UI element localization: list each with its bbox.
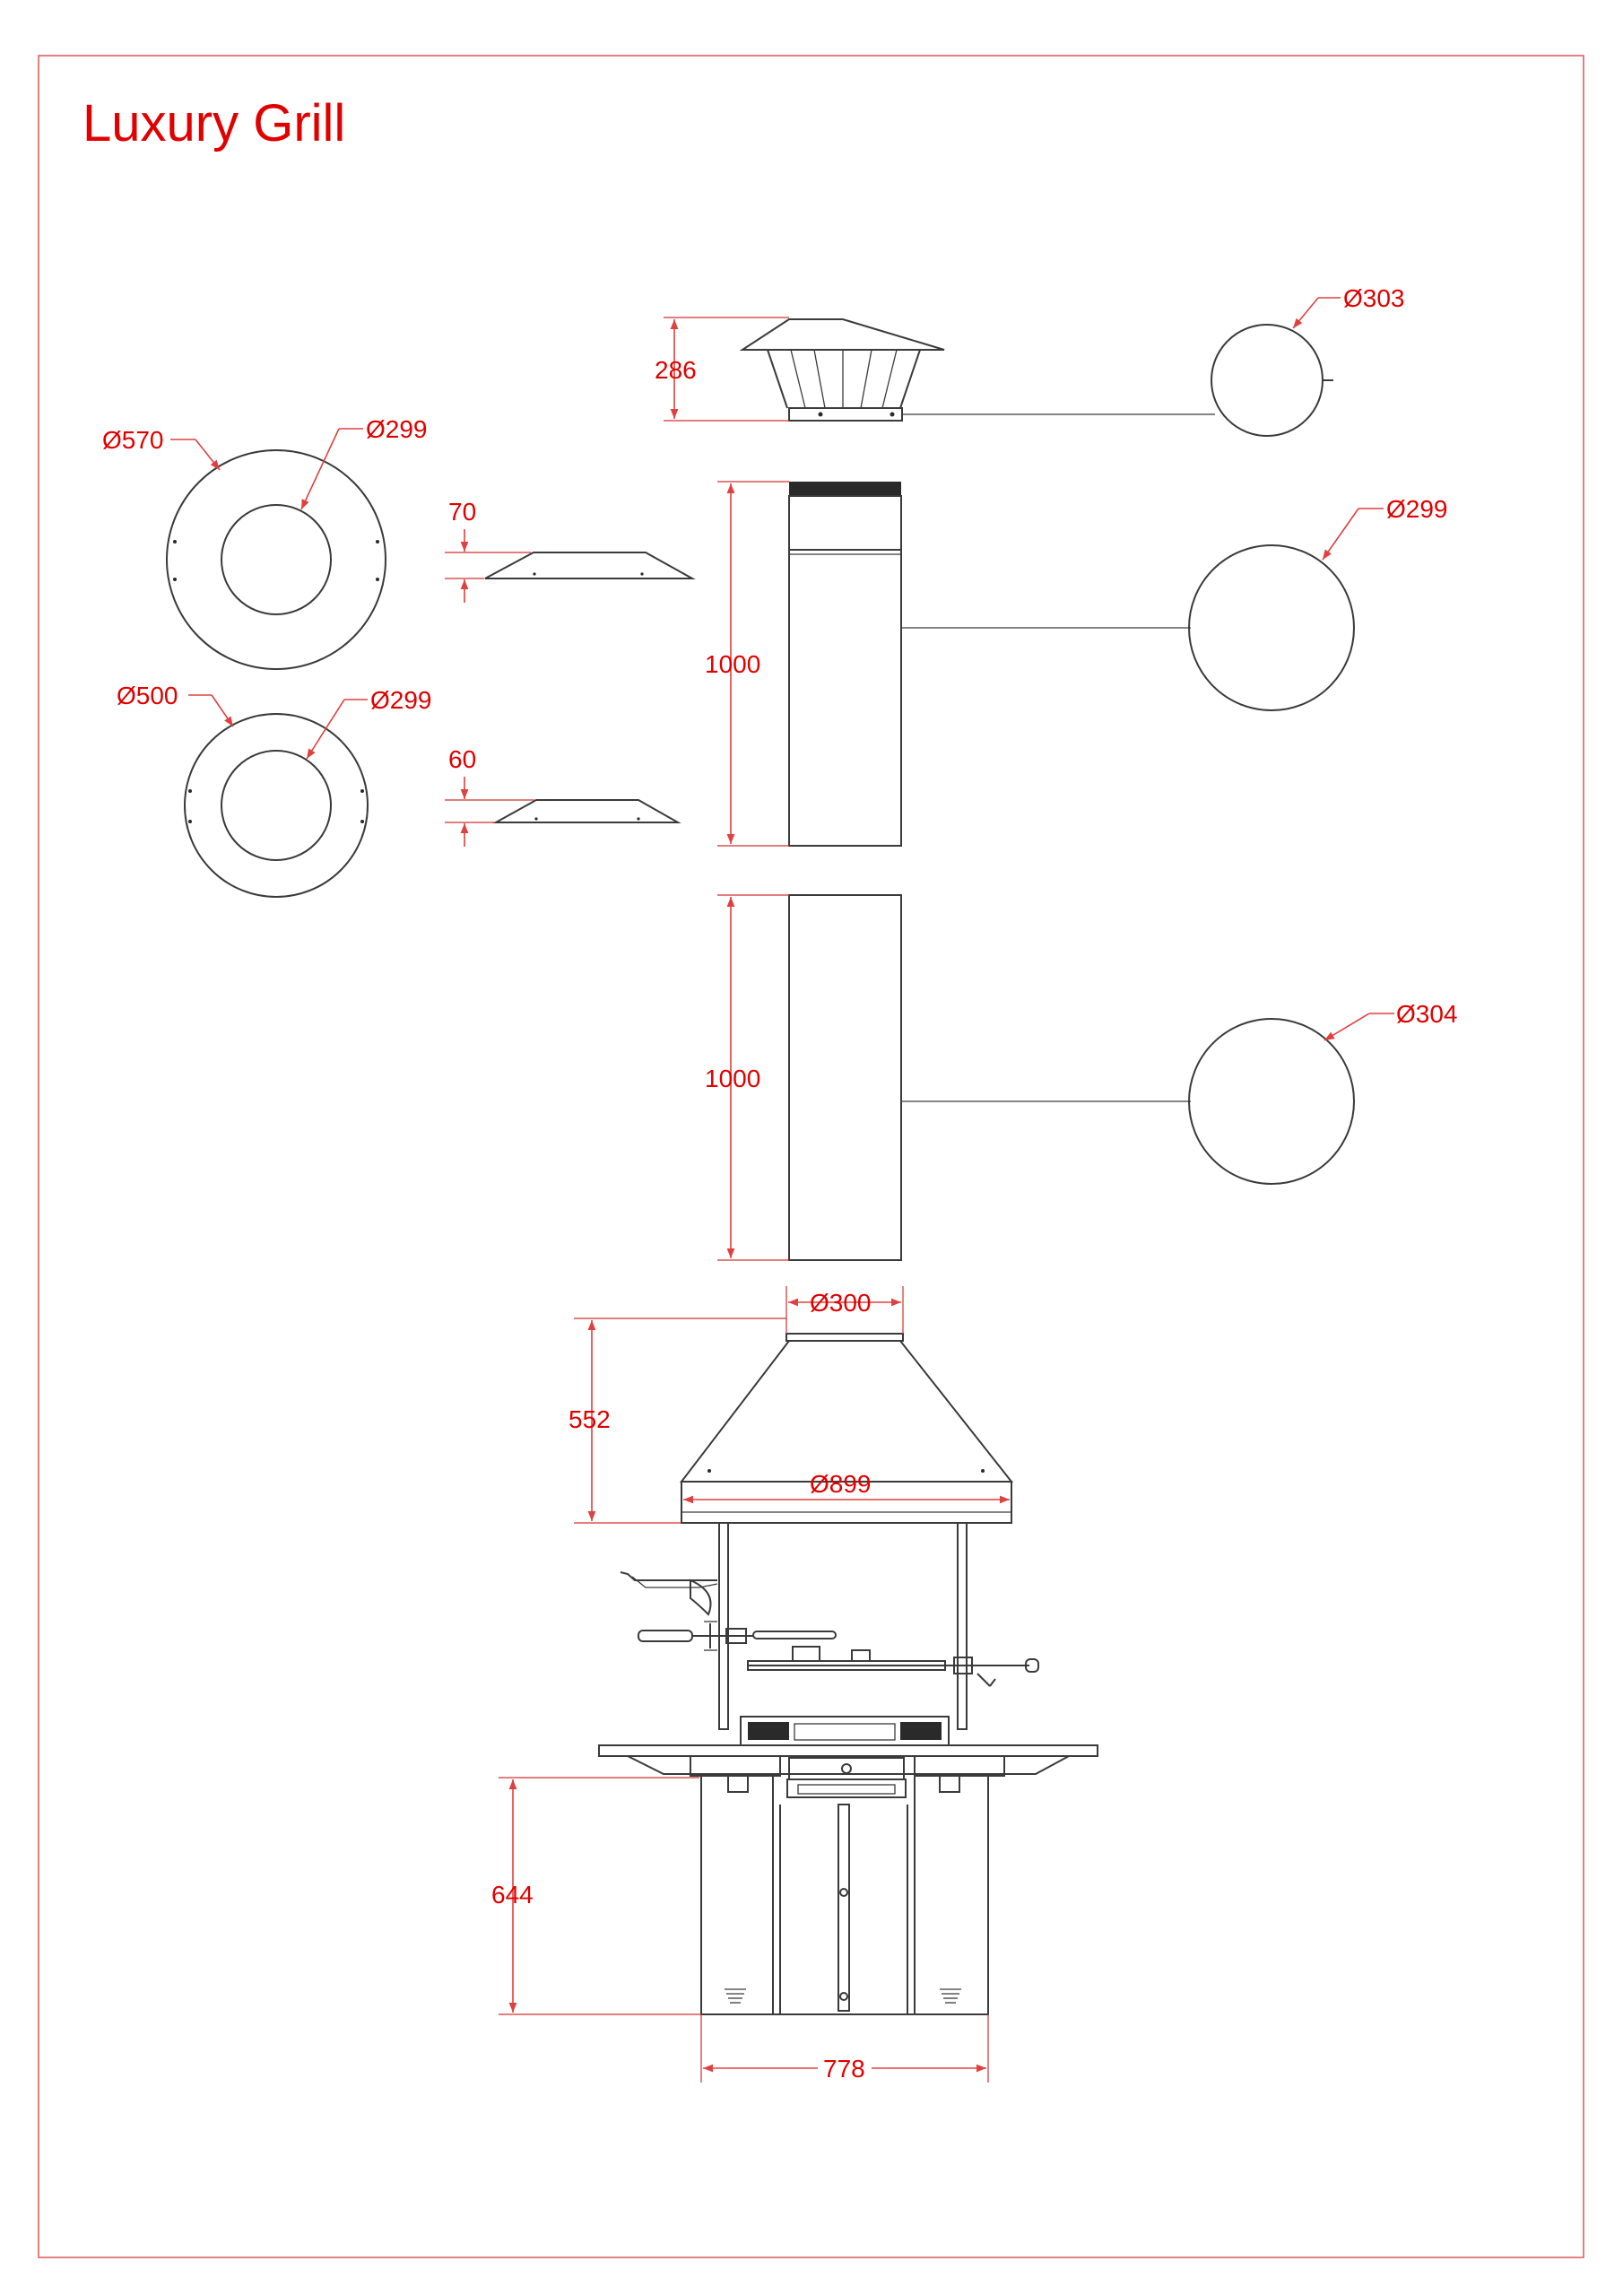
hood-bottom-diameter-label: Ø899 — [810, 1470, 872, 1498]
grill-body-side-view — [598, 1522, 1098, 2015]
cap-diameter-label: Ø303 — [1343, 284, 1405, 312]
collar-large-outer-dim: Ø570 — [102, 426, 221, 471]
base-width-dim: 778 — [700, 2014, 989, 2083]
cap-height-label: 286 — [655, 356, 697, 384]
lower-chimney-diameter-dim: Ø304 — [1324, 1000, 1458, 1041]
collar-large-height-label: 70 — [448, 498, 476, 526]
base-width-label: 778 — [823, 2055, 865, 2083]
collar-large-outer-label: Ø570 — [102, 426, 164, 454]
lower-chimney-height-dim: 1000 — [705, 894, 789, 1261]
upper-chimney-height-label: 1000 — [705, 650, 760, 678]
upper-chimney-diameter-dim: Ø299 — [1322, 495, 1448, 561]
collar-small-outer-label: Ø500 — [117, 682, 178, 709]
lower-chimney-side-view — [788, 894, 1191, 1261]
upper-chimney-side-view — [788, 482, 1191, 847]
base-height-label: 644 — [491, 1881, 534, 1909]
cap-diameter-dim: Ø303 — [1292, 284, 1405, 329]
cap-side-view — [739, 318, 1215, 422]
lower-chimney-diameter-label: Ø304 — [1396, 1000, 1458, 1028]
collar-large-side-view — [484, 552, 696, 579]
lower-chimney-top-view — [1188, 1018, 1355, 1185]
hood-height-label: 552 — [568, 1405, 611, 1433]
hood-side-view — [679, 1333, 1014, 1524]
base-height-dim: 644 — [491, 1777, 701, 2015]
hood-top-diameter-label: Ø300 — [810, 1289, 872, 1317]
collar-small-top-view — [184, 713, 369, 898]
collar-small-height-dim: 60 — [445, 745, 534, 847]
cap-height-dim: 286 — [655, 317, 789, 422]
collar-large-height-dim: 70 — [445, 498, 531, 603]
collar-large-inner-label: Ø299 — [366, 415, 428, 443]
upper-chimney-height-dim: 1000 — [705, 481, 789, 847]
hood-height-dim: 552 — [568, 1318, 786, 1524]
upper-chimney-top-view — [1188, 544, 1355, 711]
lower-chimney-height-label: 1000 — [705, 1065, 760, 1092]
page-frame — [38, 55, 1584, 2258]
hood-top-diameter-dim: Ø300 — [785, 1286, 904, 1334]
collar-small-height-label: 60 — [448, 745, 476, 773]
hood-bottom-diameter-dim: Ø899 — [683, 1470, 1010, 1504]
upper-chimney-diameter-label: Ø299 — [1386, 495, 1448, 523]
cap-top-view — [1211, 324, 1333, 437]
collar-small-side-view — [492, 799, 681, 823]
collar-small-inner-dim: Ø299 — [306, 686, 432, 760]
collar-large-inner-dim: Ø299 — [300, 415, 428, 510]
page-title: Luxury Grill — [82, 94, 345, 152]
collar-small-outer-dim: Ø500 — [117, 682, 234, 727]
collar-large-top-view — [166, 449, 386, 670]
collar-small-inner-label: Ø299 — [370, 686, 432, 714]
